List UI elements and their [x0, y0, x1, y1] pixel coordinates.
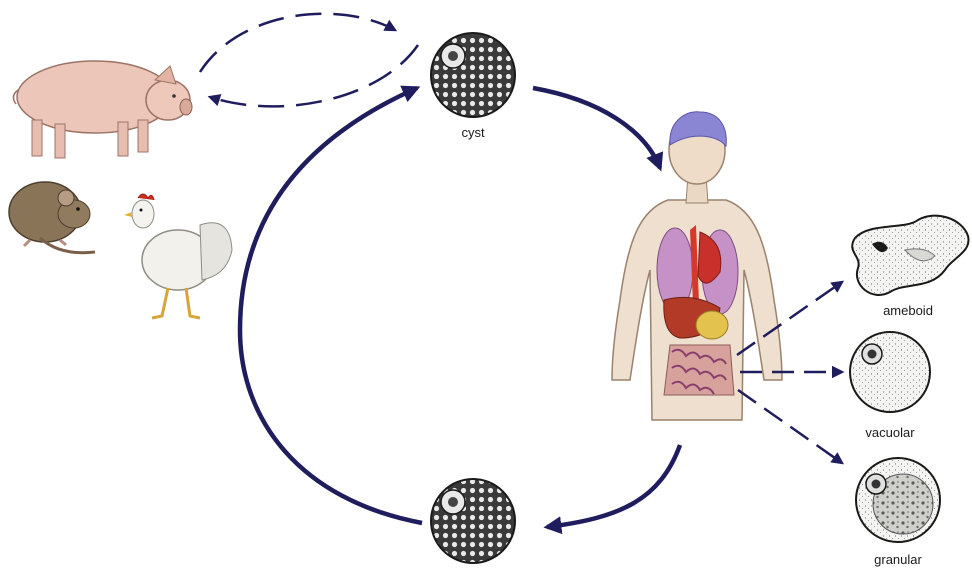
vacuolar-cell-icon: [850, 332, 930, 412]
cyst-label: cyst: [413, 125, 533, 140]
granular-label: granular: [838, 552, 958, 567]
granular-cell-icon: [856, 458, 940, 542]
human-body-icon: [612, 112, 782, 420]
chicken-icon: [124, 194, 232, 318]
cyst-top-icon: [431, 33, 515, 117]
rat-icon: [9, 182, 95, 253]
pig-icon: [13, 61, 192, 158]
ameboid-cell-icon: [852, 216, 968, 295]
main-cycle-arrows: [240, 88, 680, 527]
cyst-bottom-icon: [431, 479, 515, 563]
animal-transmission-arrows: [200, 14, 418, 107]
vacuolar-label: vacuolar: [830, 425, 950, 440]
ameboid-label: ameboid: [848, 303, 968, 318]
